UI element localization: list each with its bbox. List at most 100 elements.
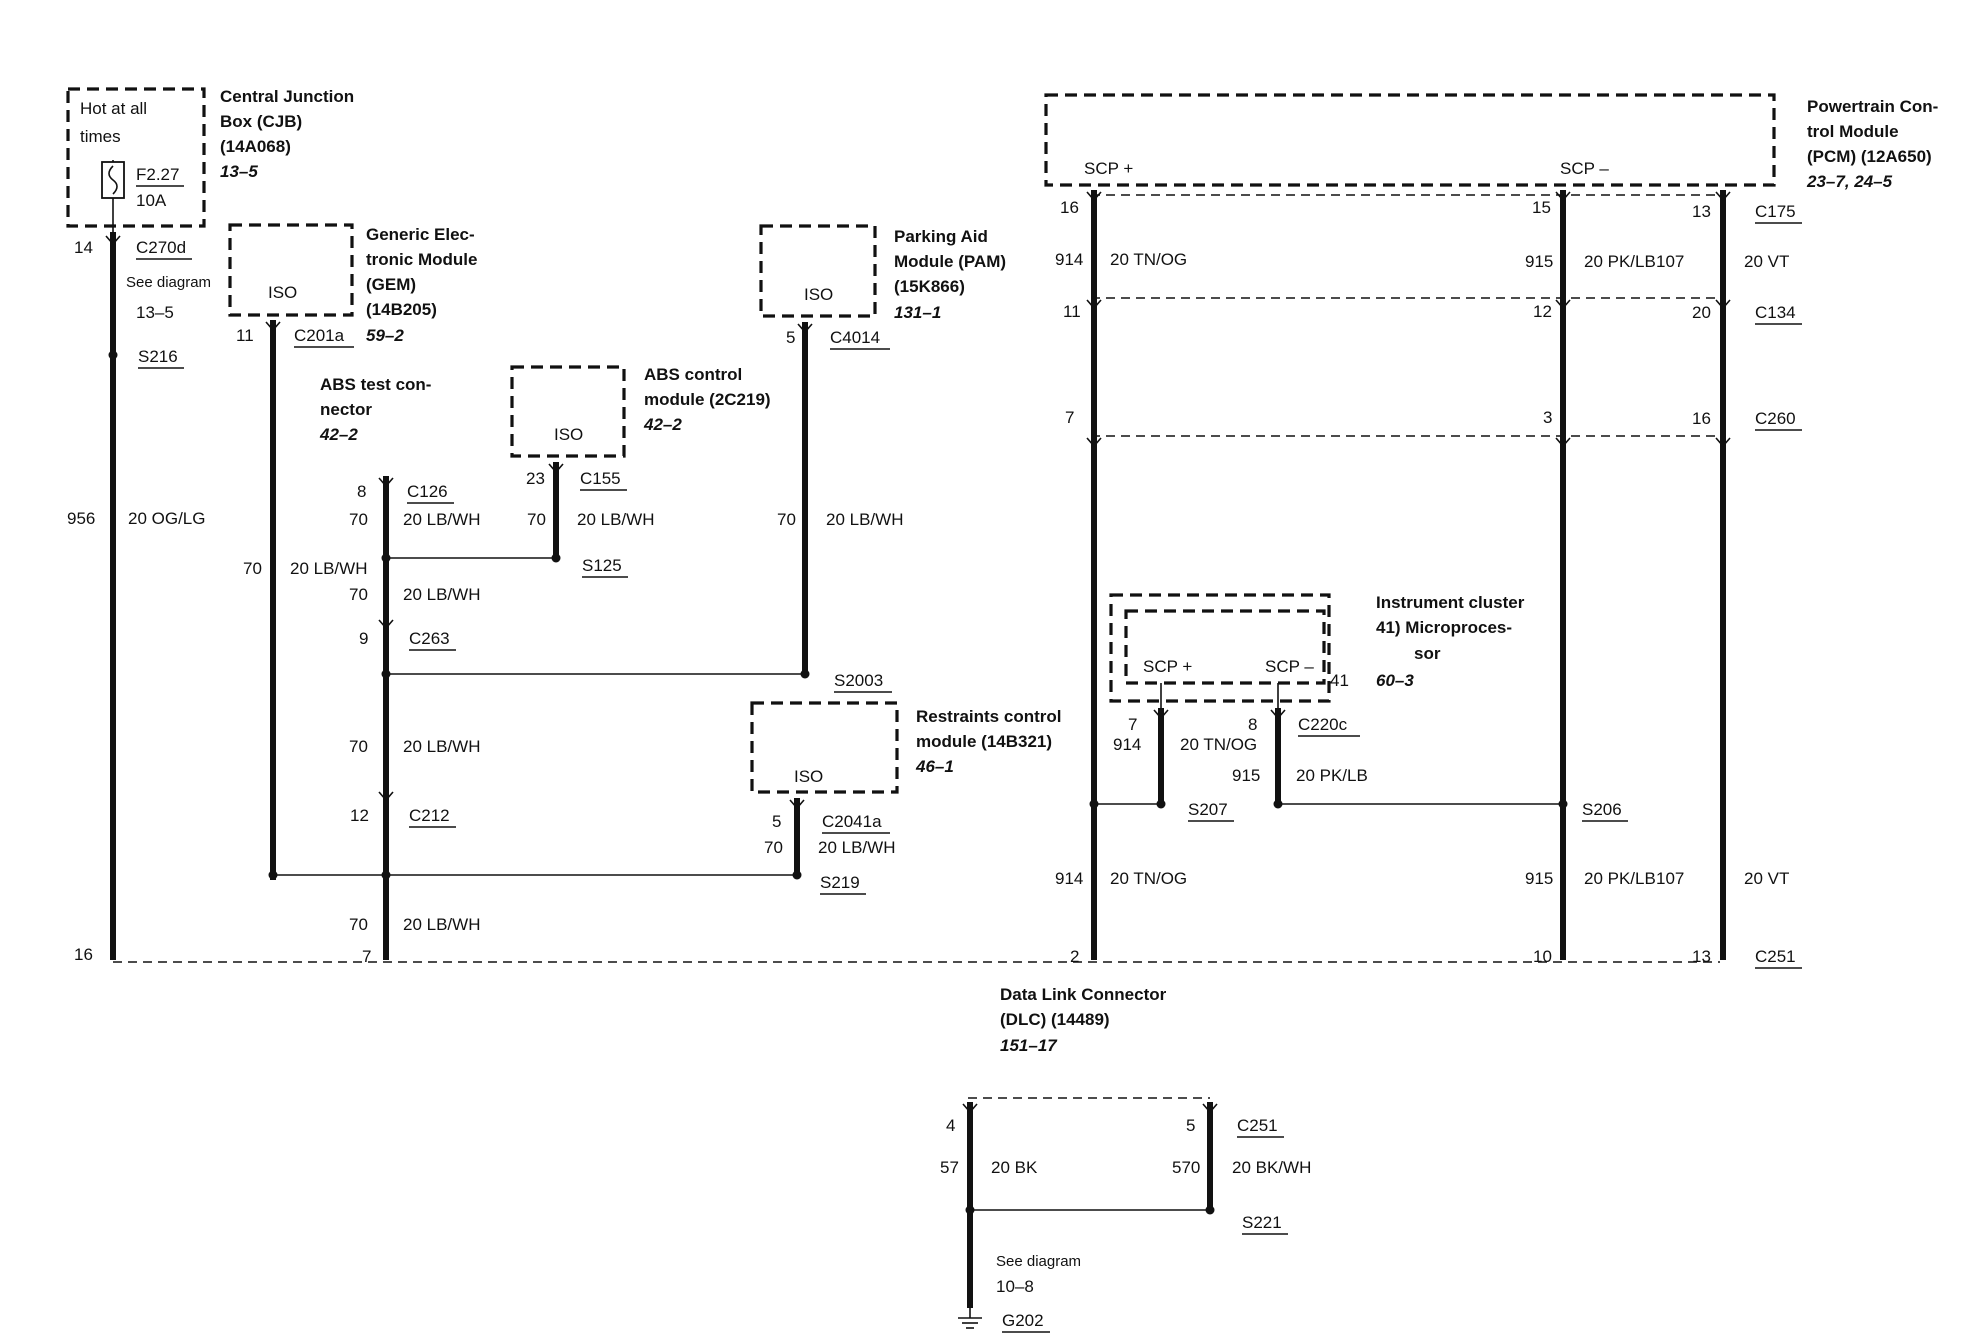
splice-dot xyxy=(1558,799,1568,809)
splice-dot xyxy=(1205,1205,1215,1215)
wire-color: 20 TN/OG xyxy=(1110,869,1187,888)
connector-c263: C263 xyxy=(409,629,450,648)
splice-dot xyxy=(381,870,391,880)
splice-s216: S216 xyxy=(138,347,178,366)
wire-number: 915 xyxy=(1525,252,1553,271)
connector-c126: C126 xyxy=(407,482,448,501)
splice-dot xyxy=(965,1205,975,1215)
wire-color: 20 LB/WH xyxy=(403,585,480,604)
pin-label: 8 xyxy=(357,482,366,501)
splice-dot xyxy=(1273,799,1283,809)
wire-color: 20 TN/OG xyxy=(1180,735,1257,754)
splice-s206: S206 xyxy=(1582,800,1622,819)
see-diagram-ref: 13–5 xyxy=(136,303,174,322)
splice-s207: S207 xyxy=(1188,800,1228,819)
pcm-title: trol Module xyxy=(1807,122,1899,141)
connector-c251-ground: C251 xyxy=(1237,1116,1278,1135)
wire-number: 70 xyxy=(349,585,368,604)
cjb-hot-text: times xyxy=(80,127,121,146)
fuse-amp: 10A xyxy=(136,191,167,210)
splice-dot xyxy=(792,870,802,880)
rcm-iso: ISO xyxy=(794,767,823,786)
ic-title: sor xyxy=(1414,644,1441,663)
dlc-title: (DLC) (14489) xyxy=(1000,1010,1110,1029)
wire-color: 20 BK/WH xyxy=(1232,1158,1311,1177)
wire-number: 70 xyxy=(243,559,262,578)
ic-title: Instrument cluster xyxy=(1376,593,1525,612)
pin-label: 16 xyxy=(1060,198,1079,217)
rcm-title: module (14B321) xyxy=(916,732,1052,751)
wire-color: 20 LB/WH xyxy=(818,838,895,857)
wire-number: 107 xyxy=(1656,869,1684,888)
wire-number: 70 xyxy=(527,510,546,529)
fuse-id: F2.27 xyxy=(136,165,179,184)
wire-color: 20 LB/WH xyxy=(403,737,480,756)
wire-number: 70 xyxy=(349,915,368,934)
pin-label: 7 xyxy=(362,947,371,966)
wire-number: 107 xyxy=(1656,252,1684,271)
pam-title: Parking Aid xyxy=(894,227,988,246)
splice-dot xyxy=(381,669,391,679)
pcm-title: (PCM) (12A650) xyxy=(1807,147,1932,166)
splice-dot xyxy=(1156,799,1166,809)
pin-label: 13 xyxy=(1692,947,1711,966)
ground-icon xyxy=(958,1308,982,1329)
pam-ref: 131–1 xyxy=(894,303,941,322)
wire-number: 70 xyxy=(777,510,796,529)
rcm-title: Restraints control xyxy=(916,707,1061,726)
ic-inner-box xyxy=(1124,609,1326,685)
wire-color: 20 LB/WH xyxy=(403,915,480,934)
gem-title: tronic Module xyxy=(366,250,477,269)
pin-label: 4 xyxy=(946,1116,955,1135)
cjb-ref: 13–5 xyxy=(220,162,258,181)
ic-scp-plus: SCP + xyxy=(1143,657,1192,676)
cjb-title: (14A068) xyxy=(220,137,291,156)
pin-label: 7 xyxy=(1065,408,1074,427)
pin-label: 3 xyxy=(1543,408,1552,427)
pin-label: 2 xyxy=(1070,947,1079,966)
connector-c4014: C4014 xyxy=(830,328,880,347)
pin-label: 12 xyxy=(1533,302,1552,321)
connector-c212: C212 xyxy=(409,806,450,825)
pin-label: 14 xyxy=(74,238,93,257)
pin-label: 5 xyxy=(786,328,795,347)
connector-c155: C155 xyxy=(580,469,621,488)
pin-label: 16 xyxy=(74,945,93,964)
connector-chevrons xyxy=(105,191,1731,1114)
see-diagram-note: See diagram xyxy=(996,1253,1081,1270)
abs-control-box xyxy=(510,365,626,458)
wire-number: 914 xyxy=(1113,735,1141,754)
wire-number: 57 xyxy=(940,1158,959,1177)
abs-control-iso: ISO xyxy=(554,425,583,444)
see-diagram-note: See diagram xyxy=(126,274,211,291)
wire-color: 20 PK/LB xyxy=(1584,252,1656,271)
pin-label: 15 xyxy=(1532,198,1551,217)
splice-dot xyxy=(381,553,391,563)
connector-c251: C251 xyxy=(1755,947,1796,966)
ic-title: 41) Microproces- xyxy=(1376,618,1512,637)
splice-s125: S125 xyxy=(582,556,622,575)
splice-dot xyxy=(108,350,118,360)
abs-test-title: ABS test con- xyxy=(320,375,431,394)
gem-box xyxy=(228,223,354,317)
gem-iso: ISO xyxy=(268,283,297,302)
pam-title: Module (PAM) xyxy=(894,252,1006,271)
wire-number: 70 xyxy=(349,510,368,529)
wire-color: 20 PK/LB xyxy=(1296,766,1368,785)
wire-number: 70 xyxy=(349,737,368,756)
pin-label: 16 xyxy=(1692,409,1711,428)
pam-box xyxy=(759,224,877,318)
pin-label: 23 xyxy=(526,469,545,488)
wire-number: 914 xyxy=(1055,869,1083,888)
connector-c2041a: C2041a xyxy=(822,812,882,831)
cjb-box xyxy=(66,87,206,228)
connector-c134: C134 xyxy=(1755,303,1796,322)
pin-label: 8 xyxy=(1248,715,1257,734)
wire-color: 20 LB/WH xyxy=(290,559,367,578)
splice-s219: S219 xyxy=(820,873,860,892)
abs-control-title: module (2C219) xyxy=(644,390,771,409)
pcm-scp-plus: SCP + xyxy=(1084,159,1133,178)
pin-label: 5 xyxy=(1186,1116,1195,1135)
abs-control-title: ABS control xyxy=(644,365,742,384)
wire-color: 20 LB/WH xyxy=(577,510,654,529)
